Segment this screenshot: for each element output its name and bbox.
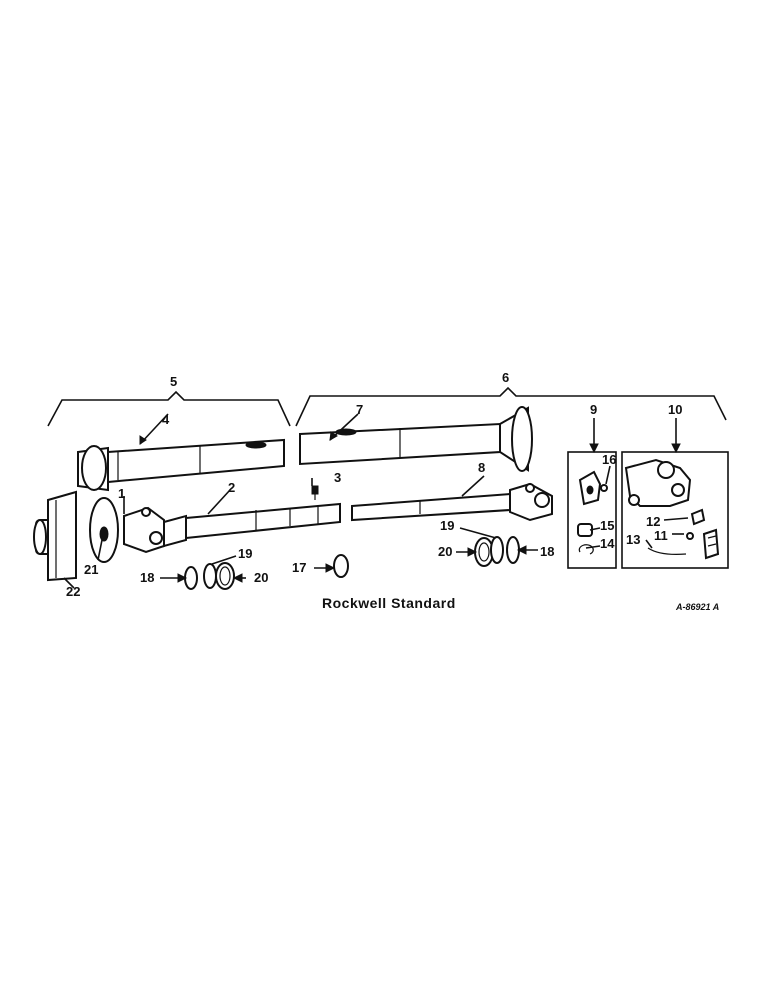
- callout-10: 10: [668, 402, 682, 417]
- callout-20-right: 20: [438, 544, 452, 559]
- inner-guard-tube-part: [299, 406, 533, 472]
- flange-disc-part: [89, 497, 119, 563]
- kit-box-9: [567, 451, 617, 569]
- callout-9: 9: [590, 402, 597, 417]
- callout-17: 17: [292, 560, 306, 575]
- callout-22: 22: [66, 584, 80, 599]
- callout-3: 3: [334, 470, 341, 485]
- inner-drive-shaft-part: [351, 482, 553, 522]
- callout-19-right: 19: [440, 518, 454, 533]
- callout-14: 14: [600, 536, 615, 551]
- callout-7: 7: [356, 402, 363, 417]
- callout-13: 13: [626, 532, 640, 547]
- callout-18-right: 18: [540, 544, 554, 559]
- diagram-caption: Rockwell Standard: [322, 595, 456, 611]
- callout-15: 15: [600, 518, 614, 533]
- callout-8: 8: [478, 460, 485, 475]
- callout-12: 12: [646, 514, 660, 529]
- kit-10-parts: [624, 458, 720, 560]
- yoke-block-part: [33, 490, 77, 582]
- callout-18-left: 18: [140, 570, 154, 585]
- callout-1: 1: [118, 486, 125, 501]
- callout-19-left: 19: [238, 546, 252, 561]
- group-6-bracket: [295, 386, 727, 427]
- kit-box-10: [621, 451, 729, 569]
- callout-20-left: 20: [254, 570, 268, 585]
- leader-lines: [63, 413, 689, 589]
- ring-part-17: [333, 554, 349, 578]
- ring-set-left: [184, 562, 235, 590]
- callout-4: 4: [162, 412, 170, 427]
- callout-21: 21: [84, 562, 98, 577]
- fastener-part: [311, 485, 319, 500]
- callout-5: 5: [170, 374, 177, 389]
- ring-set-right: [474, 536, 520, 567]
- callout-11: 11: [654, 528, 668, 543]
- drawing-code: A-86921 A: [675, 602, 719, 612]
- callout-2: 2: [228, 480, 235, 495]
- outer-guard-tube-part: [77, 438, 285, 492]
- callout-6: 6: [502, 370, 509, 385]
- callout-16: 16: [602, 452, 616, 467]
- outer-drive-shaft-part: [123, 502, 341, 554]
- group-5-bracket: [47, 390, 291, 427]
